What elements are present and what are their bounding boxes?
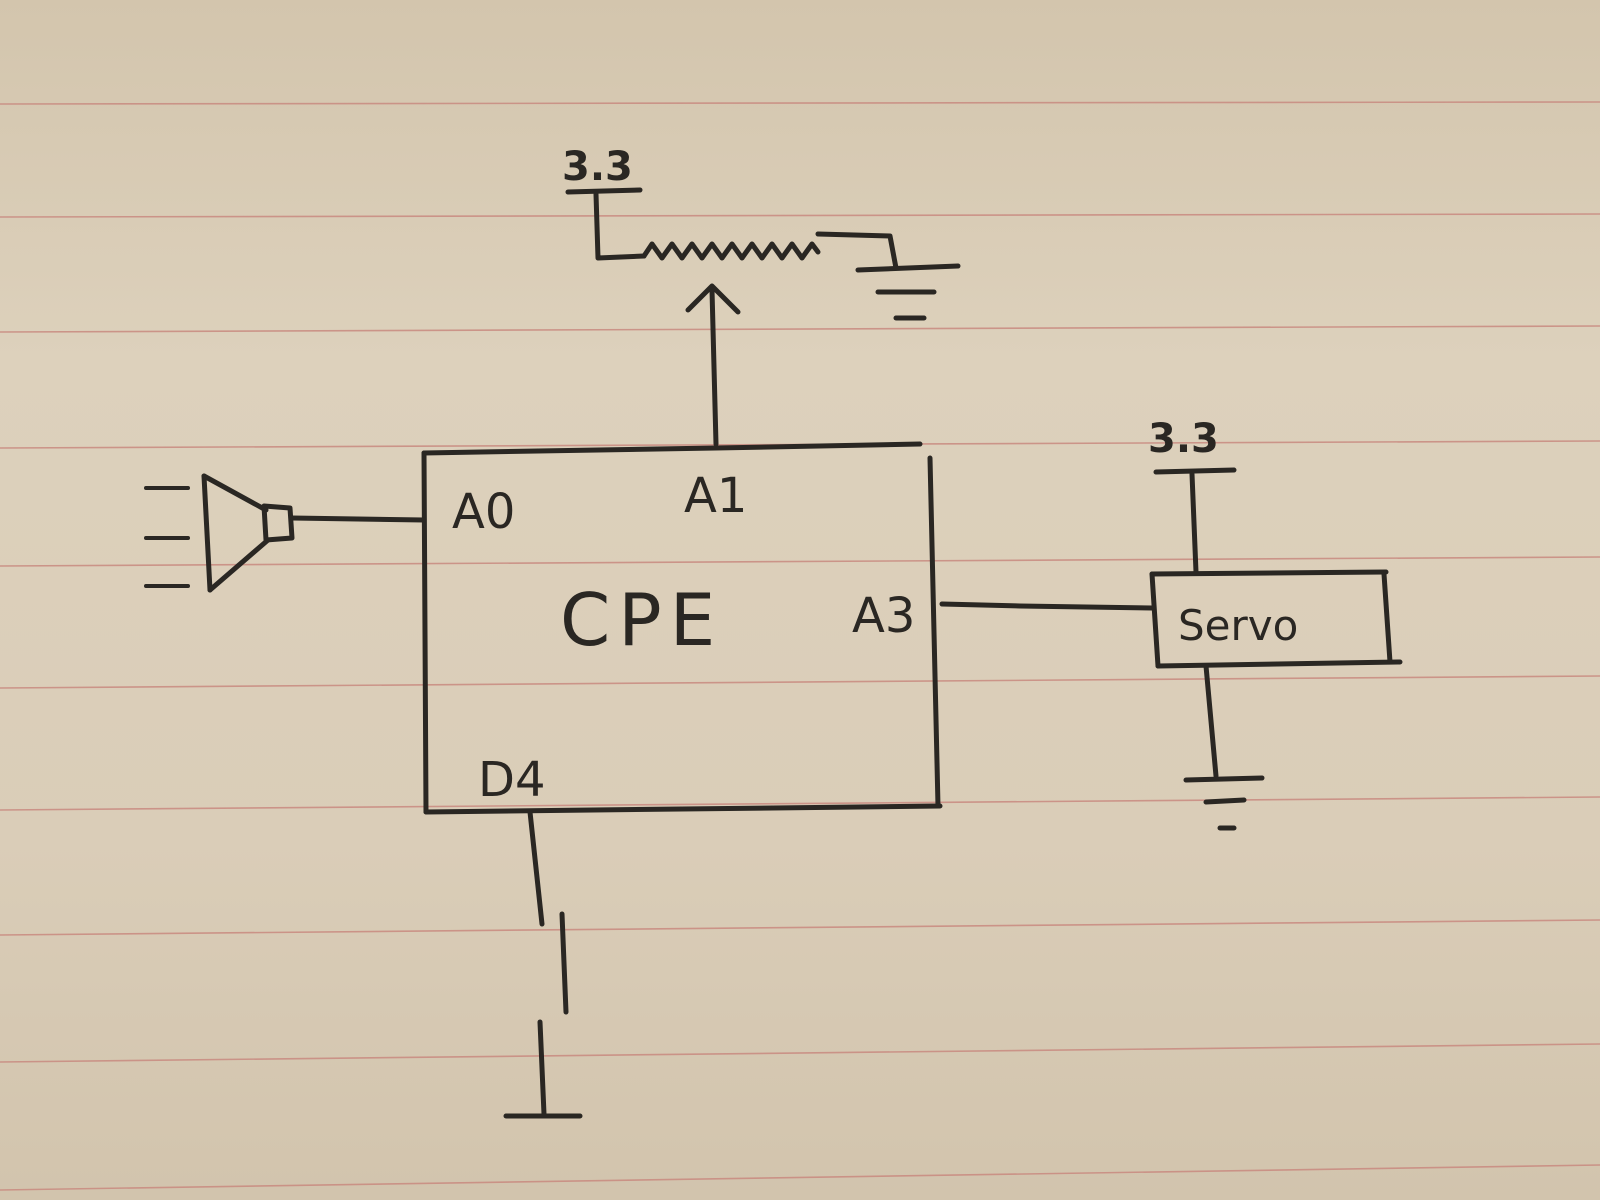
wire-supply-servo xyxy=(1189,471,1199,575)
pin-label-d4: D4 xyxy=(478,752,546,808)
pot-supply-bar xyxy=(565,187,643,195)
servo-supply-label: 3.3 xyxy=(1148,416,1219,462)
servo-supply-bar xyxy=(1153,467,1237,475)
pot-supply-label: 3.3 xyxy=(562,144,633,190)
ruled-lines xyxy=(0,101,1600,1191)
servo-box: Servo xyxy=(1149,569,1403,669)
servo-label: Servo xyxy=(1178,601,1298,650)
wire-a0-speaker xyxy=(289,515,427,523)
speaker-icon xyxy=(144,473,295,593)
ground-icon xyxy=(1183,775,1265,831)
ground-icon xyxy=(855,263,961,321)
pin-label-a3: A3 xyxy=(852,588,915,644)
pin-label-a1: A1 xyxy=(684,468,747,524)
potentiometer-icon xyxy=(565,187,899,447)
block-label: CPE xyxy=(560,578,723,662)
cpe-block: CPE xyxy=(421,441,943,815)
wire-a3-servo xyxy=(939,601,1155,611)
wire-servo-ground xyxy=(1203,663,1219,779)
pushbutton-switch-icon xyxy=(503,809,583,1119)
pin-label-a0: A0 xyxy=(452,484,515,540)
